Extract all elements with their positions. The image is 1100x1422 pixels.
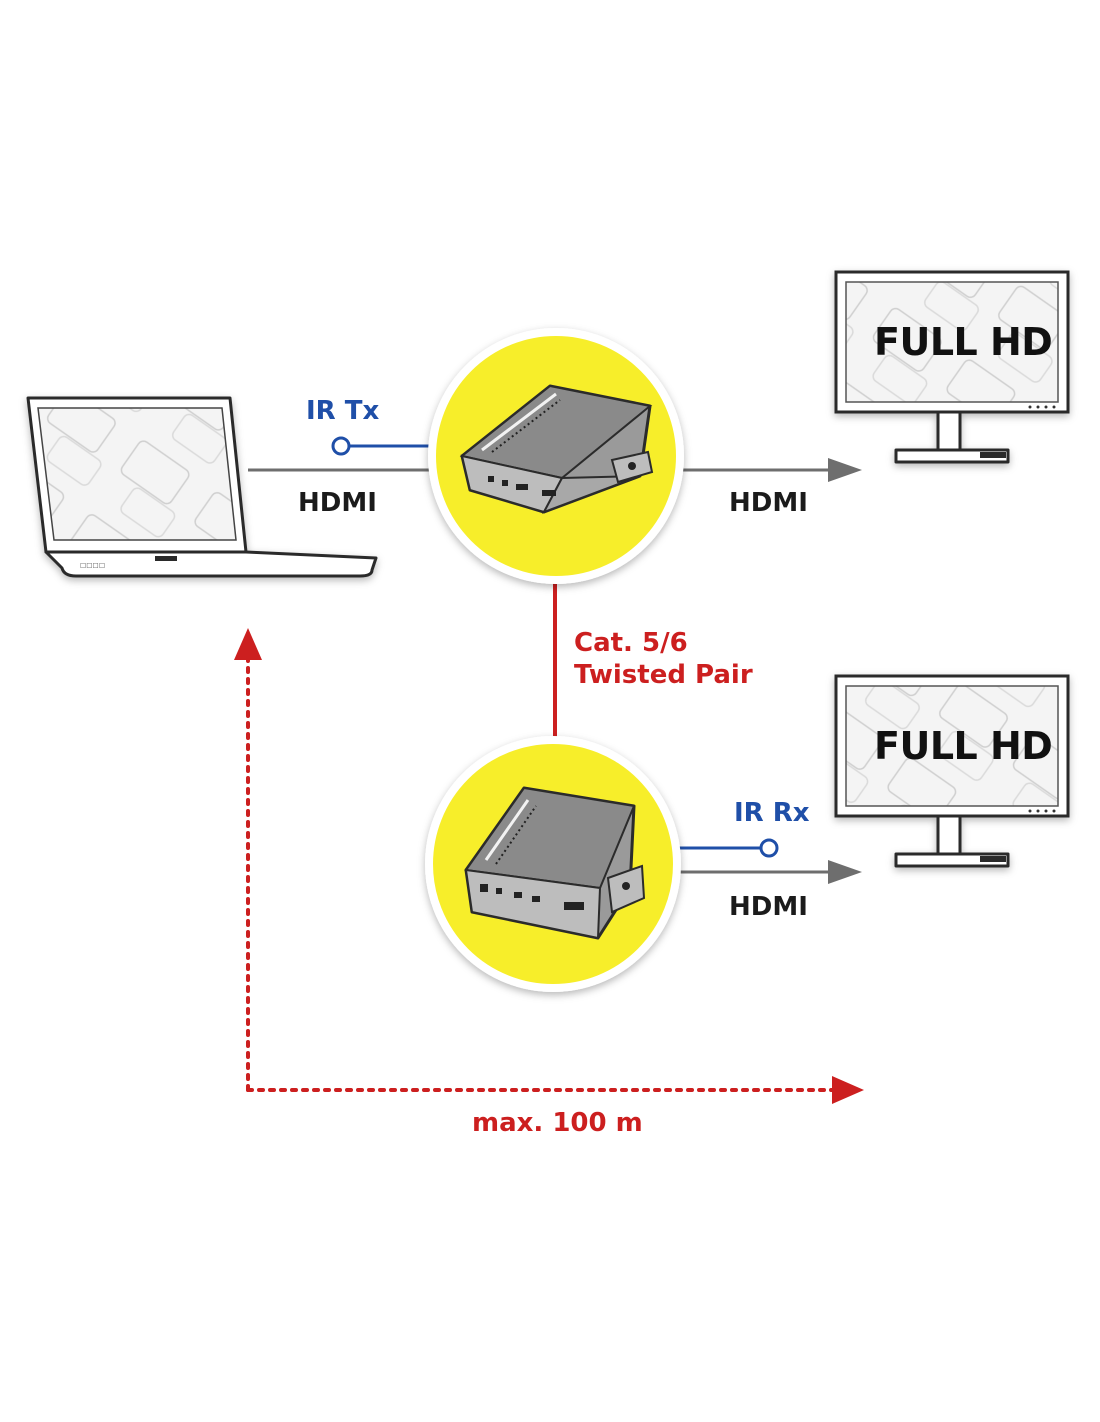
ir-tx-label: IR Tx bbox=[306, 396, 380, 426]
ir-connections bbox=[331, 436, 779, 858]
extender-transmitter-icon bbox=[428, 328, 684, 584]
monitor-icon-bottom bbox=[834, 674, 1070, 868]
arrowhead-rx-out bbox=[828, 860, 862, 884]
distance-arrow-up bbox=[234, 628, 262, 660]
arrowheads bbox=[828, 458, 862, 884]
hdmi-laptop-label: HDMI bbox=[298, 488, 377, 518]
monitor-bottom-screen-text: FULL HD bbox=[874, 724, 1053, 768]
ir-rx-label: IR Rx bbox=[734, 798, 810, 828]
distance-arrow-right bbox=[832, 1076, 864, 1104]
arrowhead-tx-out bbox=[828, 458, 862, 482]
cat-cable-label-line2: Twisted Pair bbox=[574, 660, 753, 690]
laptop-icon: ☐☐☐☐ bbox=[26, 396, 378, 578]
monitor-top-screen-text: FULL HD bbox=[874, 320, 1053, 364]
extender-receiver-icon bbox=[425, 736, 681, 992]
svg-text:☐☐☐☐: ☐☐☐☐ bbox=[80, 562, 105, 570]
hdmi-tx-out-label: HDMI bbox=[729, 488, 808, 518]
distance-indicator bbox=[234, 628, 864, 1104]
hdmi-connections bbox=[248, 468, 830, 874]
ir-tx-port-icon bbox=[331, 436, 351, 456]
cat-cable-label-line1: Cat. 5/6 bbox=[574, 628, 688, 658]
distance-label: max. 100 m bbox=[472, 1108, 643, 1138]
ir-rx-port-icon bbox=[759, 838, 779, 858]
hdmi-rx-out-label: HDMI bbox=[729, 892, 808, 922]
monitor-icon-top bbox=[834, 270, 1070, 464]
